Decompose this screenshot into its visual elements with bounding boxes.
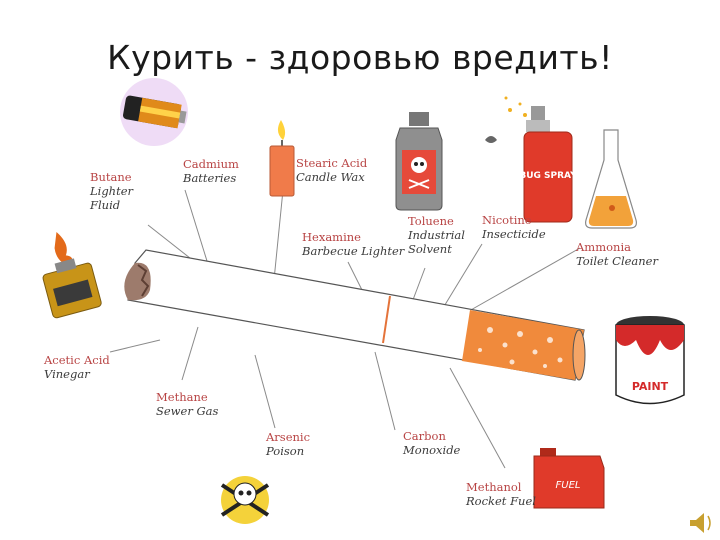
label-acetic: Acetic Acid Vinegar [44, 353, 110, 381]
leader-ammonia [461, 247, 581, 316]
paint-can-icon: PAINT [615, 316, 685, 405]
fuel-can-label: FUEL [556, 480, 581, 491]
label-nicotine: Nicotine Insecticide [482, 213, 546, 241]
bug-spray-label: BUG SPRAY [519, 171, 577, 181]
leader-nicotine [439, 243, 483, 314]
leader-butane [147, 224, 196, 263]
leader-arsenic [254, 354, 276, 429]
label-toluene: Toluene Industrial Solvent [408, 214, 465, 256]
ammonia-flask-icon [585, 129, 637, 229]
speaker-icon[interactable] [690, 513, 711, 533]
leader-carbon [374, 351, 396, 431]
bug-spray-icon: BUG SPRAY [485, 96, 577, 223]
label-carbon: Carbon Monoxide [403, 429, 461, 457]
toluene-bottle-icon [395, 112, 443, 211]
label-hexamine: Hexamine Barbecue Lighter [302, 230, 405, 258]
leader-methanol [449, 367, 506, 469]
cigarette-ash-tip [124, 262, 151, 301]
label-butane: Butane Lighter Fluid [90, 170, 134, 212]
cigarette [124, 249, 586, 381]
leader-methane [181, 326, 199, 381]
fuel-can-icon: FUEL [533, 448, 605, 509]
cigarette-filter [462, 310, 584, 380]
label-arsenic: Arsenic Poison [266, 430, 311, 458]
slide-title: Курить - здоровью вредить! [107, 38, 613, 77]
lighter-icon [42, 232, 102, 319]
paint-can-label: PAINT [632, 380, 669, 393]
battery-icon [120, 78, 188, 146]
label-ammonia: Ammonia Toilet Cleaner [576, 240, 658, 268]
leader-acetic [109, 339, 161, 353]
label-methanol: Methanol Rocket Fuel [466, 480, 536, 508]
label-methane: Methane Sewer Gas [156, 390, 219, 418]
candle-icon [269, 120, 295, 197]
label-stearic: Stearic Acid Candle Wax [296, 156, 368, 184]
label-cadmium: Cadmium Batteries [183, 157, 239, 185]
skull-icon [220, 476, 270, 524]
